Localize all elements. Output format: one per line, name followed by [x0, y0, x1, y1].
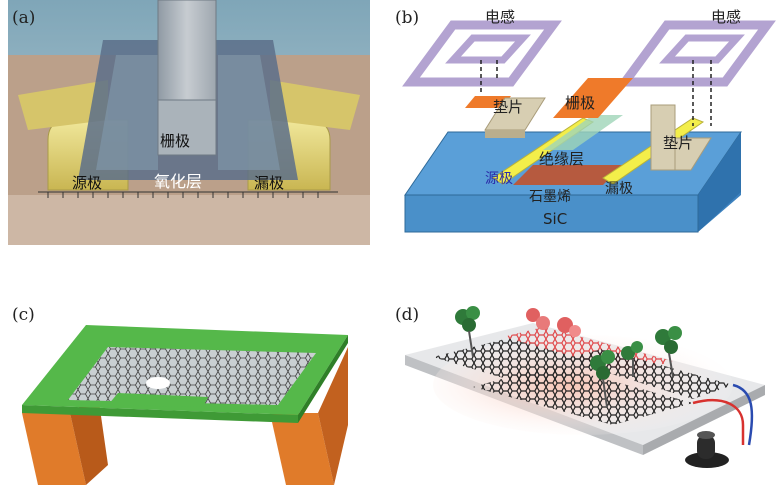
- gold-rail-left: [18, 80, 108, 130]
- nanopore: [146, 377, 170, 389]
- panel-a-illustration: [8, 0, 370, 245]
- source-label: 源极: [72, 174, 103, 192]
- graphene-lattice: [68, 347, 316, 405]
- insulator-label: 绝缘层: [539, 150, 585, 168]
- connectors: [480, 60, 712, 126]
- panel-b: (b) 电感 电感 栅极 垫片 垫片 绝缘层 源极 石墨烯 漏极 SiC: [393, 0, 783, 245]
- inductor-left-label: 电感: [485, 8, 516, 26]
- wire-red: [692, 398, 745, 445]
- panel-d-illustration: [405, 306, 765, 468]
- panel-c-illustration: [22, 325, 348, 485]
- molecule-green-4: [655, 326, 682, 378]
- panel-a-label: (a): [12, 8, 36, 28]
- frame-side: [298, 335, 348, 423]
- pad-right-post: [650, 104, 676, 171]
- graphene-strip: [513, 165, 623, 185]
- sic-face: [404, 194, 699, 233]
- substrate-front: [8, 195, 370, 245]
- gate-electrode: [553, 78, 633, 118]
- substrate-side: [643, 385, 765, 455]
- molecule-green-2: [590, 350, 615, 408]
- graphene-label: 石墨烯: [529, 189, 571, 205]
- oxide-window-right: [218, 55, 280, 170]
- support-right-side: [318, 347, 348, 485]
- panel-b-label: (b): [395, 8, 420, 28]
- panel-c-label: (c): [12, 305, 35, 325]
- meter-knob: [697, 435, 715, 459]
- gate-pad-left: [465, 96, 511, 108]
- panel-b-illustration: [402, 20, 776, 233]
- insulator-layer: [543, 115, 623, 150]
- sic-side: [698, 132, 741, 232]
- meter-knob-top: [697, 431, 715, 439]
- gate-label: 栅极: [565, 94, 596, 112]
- support-right: [270, 413, 334, 485]
- inductor-left: [402, 20, 562, 87]
- molecule-green-3: [621, 341, 643, 377]
- ground-ticks: [47, 192, 319, 198]
- pad-right-label: 垫片: [663, 134, 694, 152]
- gate-base: [157, 99, 217, 156]
- source-label: 源极: [485, 171, 513, 187]
- gate-label: 栅极: [160, 132, 191, 150]
- oxide-label: 氧化层: [154, 172, 203, 191]
- oxide-window-left: [96, 55, 158, 170]
- panel-a: (a) 栅极 源极 氧化层 漏极: [8, 0, 370, 245]
- pad-left-label: 垫片: [493, 98, 524, 116]
- meter-base: [685, 452, 729, 468]
- pad-left-side: [485, 130, 525, 138]
- substrate-label: SiC: [543, 210, 568, 228]
- support-left: [22, 413, 86, 485]
- support-left-side: [70, 395, 108, 485]
- panel-d: (d): [393, 295, 783, 495]
- panel-d-label: (d): [395, 305, 420, 325]
- drain-label: 漏极: [605, 181, 633, 197]
- molecule-red-1: [526, 308, 581, 337]
- panel-c: (c): [8, 295, 370, 495]
- drain-label: 漏极: [254, 174, 285, 192]
- inductor-right: [616, 20, 776, 87]
- graphene-ribbon-3: [473, 365, 693, 425]
- gold-rail-right: [270, 80, 360, 130]
- frame-inner-bar: [108, 393, 208, 407]
- wire-blue: [732, 383, 754, 446]
- molecule-green-1: [455, 306, 480, 358]
- inductor-right-label: 电感: [711, 8, 742, 26]
- frame-front: [22, 405, 298, 423]
